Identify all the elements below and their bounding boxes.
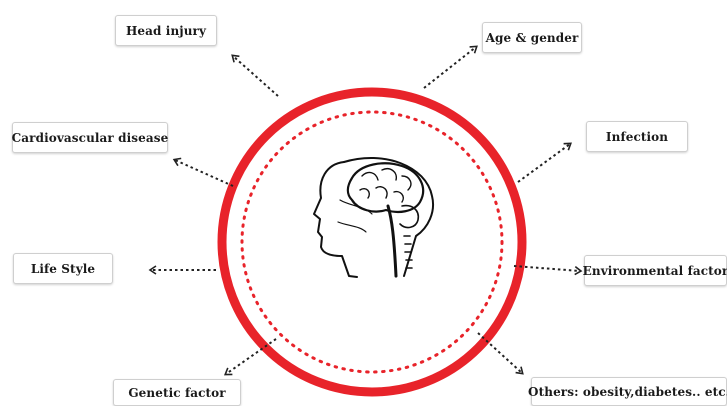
factor-infection: Infection [586,121,688,152]
arrow-head-injury [233,56,278,96]
factor-age-gender: Age & gender [482,22,582,53]
factor-environmental-factor: Environmental factor [584,255,727,286]
factor-head-injury: Head injury [115,15,217,46]
factor-others: Others: obesity,diabetes.. etc. [531,377,727,406]
inner-dotted-ring [242,112,502,372]
arrow-age-gender [424,47,476,88]
arrow-cardiovascular [175,160,233,186]
outer-red-ring [222,92,522,392]
factor-life-style: Life Style [13,253,113,284]
factor-genetic-factor: Genetic factor [113,379,241,406]
brain-head-anatomy-icon [314,158,433,277]
arrow-infection [518,144,570,182]
factor-cardiovascular-disease: Cardiovascular disease [12,122,168,153]
